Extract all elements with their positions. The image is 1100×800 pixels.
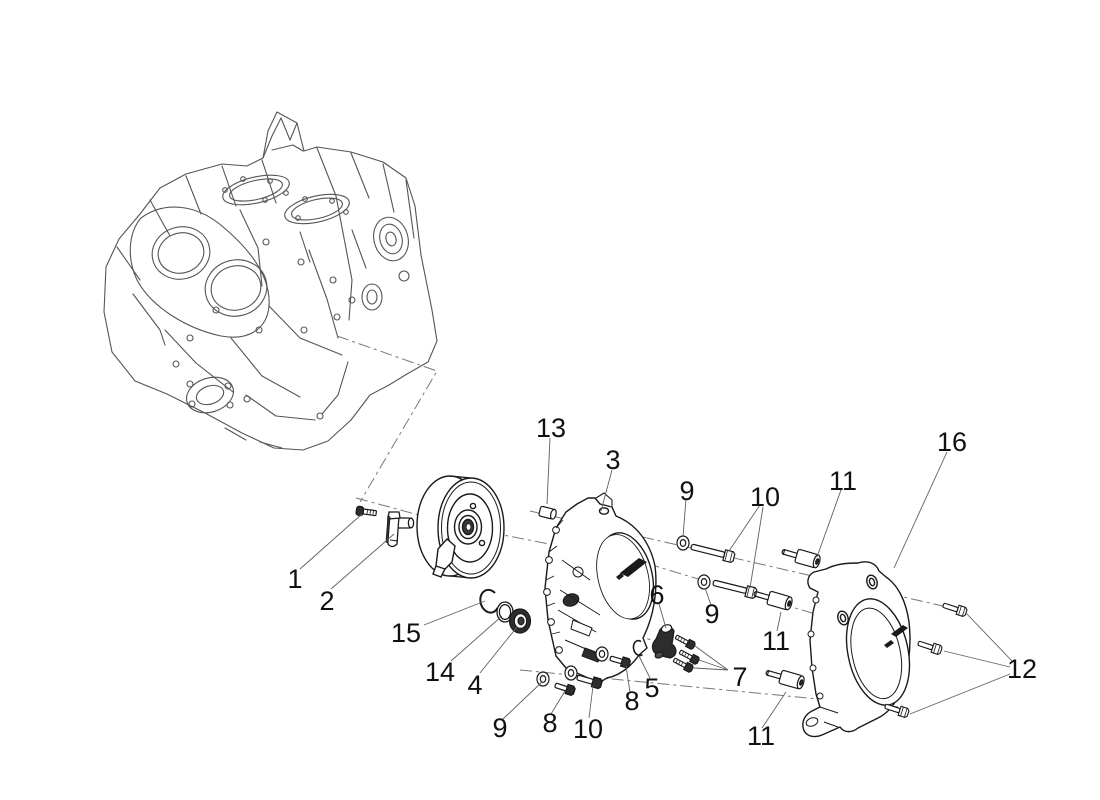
washer-extra-1 <box>564 665 578 681</box>
part-screw-8-right <box>609 655 631 669</box>
bolt-12-b <box>917 640 943 656</box>
part-screw-10-bottom <box>576 674 603 690</box>
axis-from-engine <box>336 335 438 503</box>
cylinder-bore-1 <box>151 226 211 280</box>
callout-13: 13 <box>536 413 566 443</box>
part-spacer-11-top <box>781 548 821 569</box>
callout-11-mid: 11 <box>762 626 790 656</box>
flywheel-rotor <box>416 475 505 579</box>
bolt-7-a <box>674 634 696 650</box>
part-dowel-pin-13 <box>538 505 557 520</box>
bolt-12-a <box>942 602 968 618</box>
bolt-7-c <box>672 657 694 673</box>
part-snap-ring-15 <box>479 588 499 614</box>
callout-12: 12 <box>1007 654 1037 684</box>
callout-11-bottom: 11 <box>747 721 775 751</box>
part-spacer-11-mid <box>753 590 793 611</box>
part-screw-10-top <box>690 543 736 564</box>
part-clip-5 <box>632 639 644 657</box>
callout-10-top: 10 <box>750 482 780 512</box>
callout-1: 1 <box>287 564 302 594</box>
callout-9-mid: 9 <box>704 599 719 629</box>
washer-9-bottom <box>536 671 550 687</box>
main-axis <box>355 497 853 626</box>
engine-crankcase-drawing <box>103 111 438 451</box>
cylinder-gasket-face-1 <box>222 174 290 206</box>
callout-9-top: 9 <box>679 476 694 506</box>
part-seal-bearing-4 <box>508 608 532 634</box>
aprilia-logo-mark <box>616 558 647 580</box>
cover-mechanism-detail <box>557 559 602 663</box>
callout-16: 16 <box>937 427 967 457</box>
part-outer-cover-16 <box>802 561 911 738</box>
part-bolts-12 <box>884 602 968 719</box>
part-bolts-7 <box>672 634 700 673</box>
callout-11-top: 11 <box>829 466 857 496</box>
left-gasket-outline <box>129 206 270 338</box>
part-screw-8-left <box>554 682 576 696</box>
callout-5: 5 <box>644 673 659 703</box>
callout-4: 4 <box>467 670 482 700</box>
leader-lines <box>299 437 1013 729</box>
bolt-7-b <box>678 649 700 665</box>
cylinder-bore-2 <box>204 259 268 317</box>
callout-labels: 1 2 3 4 5 6 7 8 8 9 9 9 10 10 11 11 11 1… <box>287 413 1037 751</box>
part-screw-1 <box>355 505 377 517</box>
part-inner-cover-3 <box>543 492 657 685</box>
callout-2: 2 <box>319 586 334 616</box>
engine-top-bracket <box>262 117 304 159</box>
callout-10-bottom: 10 <box>573 714 603 744</box>
washer-9-mid <box>697 574 711 590</box>
bolt-12-c <box>884 703 910 719</box>
callout-6: 6 <box>649 580 664 610</box>
bottom-boss <box>186 376 234 414</box>
aprilia-logo-mark-outer <box>884 625 908 648</box>
cylinder-gasket-face-2 <box>284 193 350 225</box>
washer-9-top <box>676 535 690 551</box>
callout-14: 14 <box>425 657 455 687</box>
callout-8-right: 8 <box>624 686 639 716</box>
crank-bearing-boss <box>373 216 409 262</box>
part-screw-10-mid <box>712 579 758 600</box>
washers-9 <box>536 535 711 687</box>
part-elbow-fitting-6 <box>651 624 677 659</box>
washer-extra-2 <box>595 646 609 662</box>
callout-9-bottom: 9 <box>492 713 507 743</box>
callout-7: 7 <box>732 662 747 692</box>
part-sensor-2 <box>385 511 415 548</box>
part-spacer-11-bottom <box>765 669 805 690</box>
callout-8-left: 8 <box>542 708 557 738</box>
callout-15: 15 <box>391 618 421 648</box>
callout-3: 3 <box>605 445 620 475</box>
